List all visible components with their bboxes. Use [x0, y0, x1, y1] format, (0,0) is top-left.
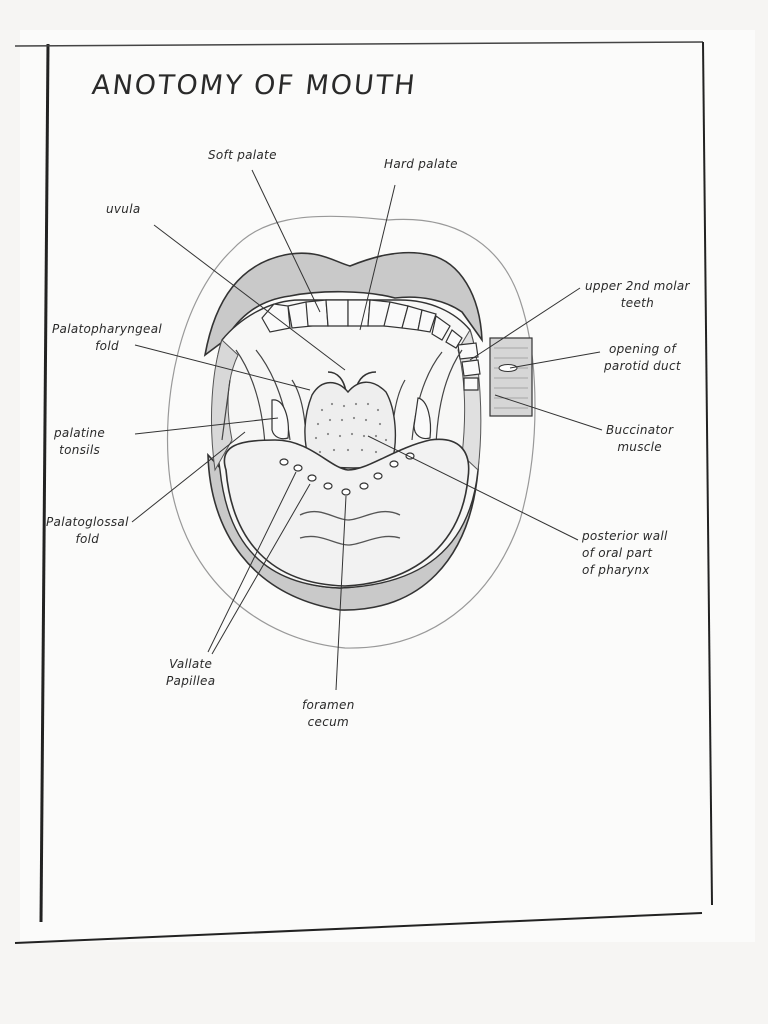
face-outline: [166, 215, 536, 649]
leader-soft-palate: [251, 169, 321, 313]
label-palatoglossal-fold: Palatoglossal fold: [46, 515, 129, 546]
vallate-papillae: [279, 452, 415, 496]
upper-teeth: [261, 299, 463, 349]
leader-lines: [131, 169, 603, 691]
label-vallate-papillae: Vallate Papillea: [166, 657, 216, 688]
leader-upper-molar: [469, 287, 581, 361]
leader-palatopharyngeal: [134, 344, 311, 391]
leader-parotid: [509, 351, 601, 369]
leader-palatoglossal: [131, 431, 246, 523]
label-foramen-cecum: foramen cecum: [302, 698, 355, 729]
right-border: [702, 41, 713, 906]
top-border: [14, 41, 704, 47]
leader-uvula: [153, 224, 346, 371]
label-hard-palate: Hard palate: [384, 157, 458, 171]
tongue: [223, 438, 470, 587]
pharynx-texture: [314, 402, 388, 454]
buccinator-patch: [489, 337, 533, 417]
leader-vallate-2: [211, 483, 311, 655]
upper-lip: [203, 251, 483, 357]
bottom-border: [14, 912, 703, 944]
left-border: [39, 43, 50, 923]
label-palatopharyngeal-fold: Palatopharyngeal fold: [52, 322, 163, 353]
label-upper-molar: upper 2nd molar teeth: [585, 279, 690, 310]
label-uvula: uvula: [106, 202, 141, 216]
parotid-duct-opening: [498, 364, 518, 372]
label-soft-palate: Soft palate: [208, 148, 277, 162]
leader-hard-palate: [359, 184, 396, 331]
label-posterior-wall: posterior wall of oral part of pharynx: [582, 529, 668, 577]
cheek-shading-left: [210, 339, 239, 472]
label-buccinator-muscle: Buccinator muscle: [606, 423, 674, 454]
page-title: ANOTOMY OF MOUTH: [90, 70, 419, 102]
label-palatine-tonsils: palatine tonsils: [54, 426, 106, 457]
palatine-tonsils: [271, 397, 432, 440]
right-molars: [457, 342, 481, 391]
label-parotid-duct: opening of parotid duct: [604, 342, 681, 373]
leader-tonsils: [134, 417, 279, 435]
leader-posterior-wall: [367, 435, 579, 541]
tongue-folds: [299, 510, 401, 546]
leader-foramen: [335, 495, 347, 691]
leader-vallate-1: [207, 471, 297, 653]
leader-buccinator: [494, 394, 603, 431]
